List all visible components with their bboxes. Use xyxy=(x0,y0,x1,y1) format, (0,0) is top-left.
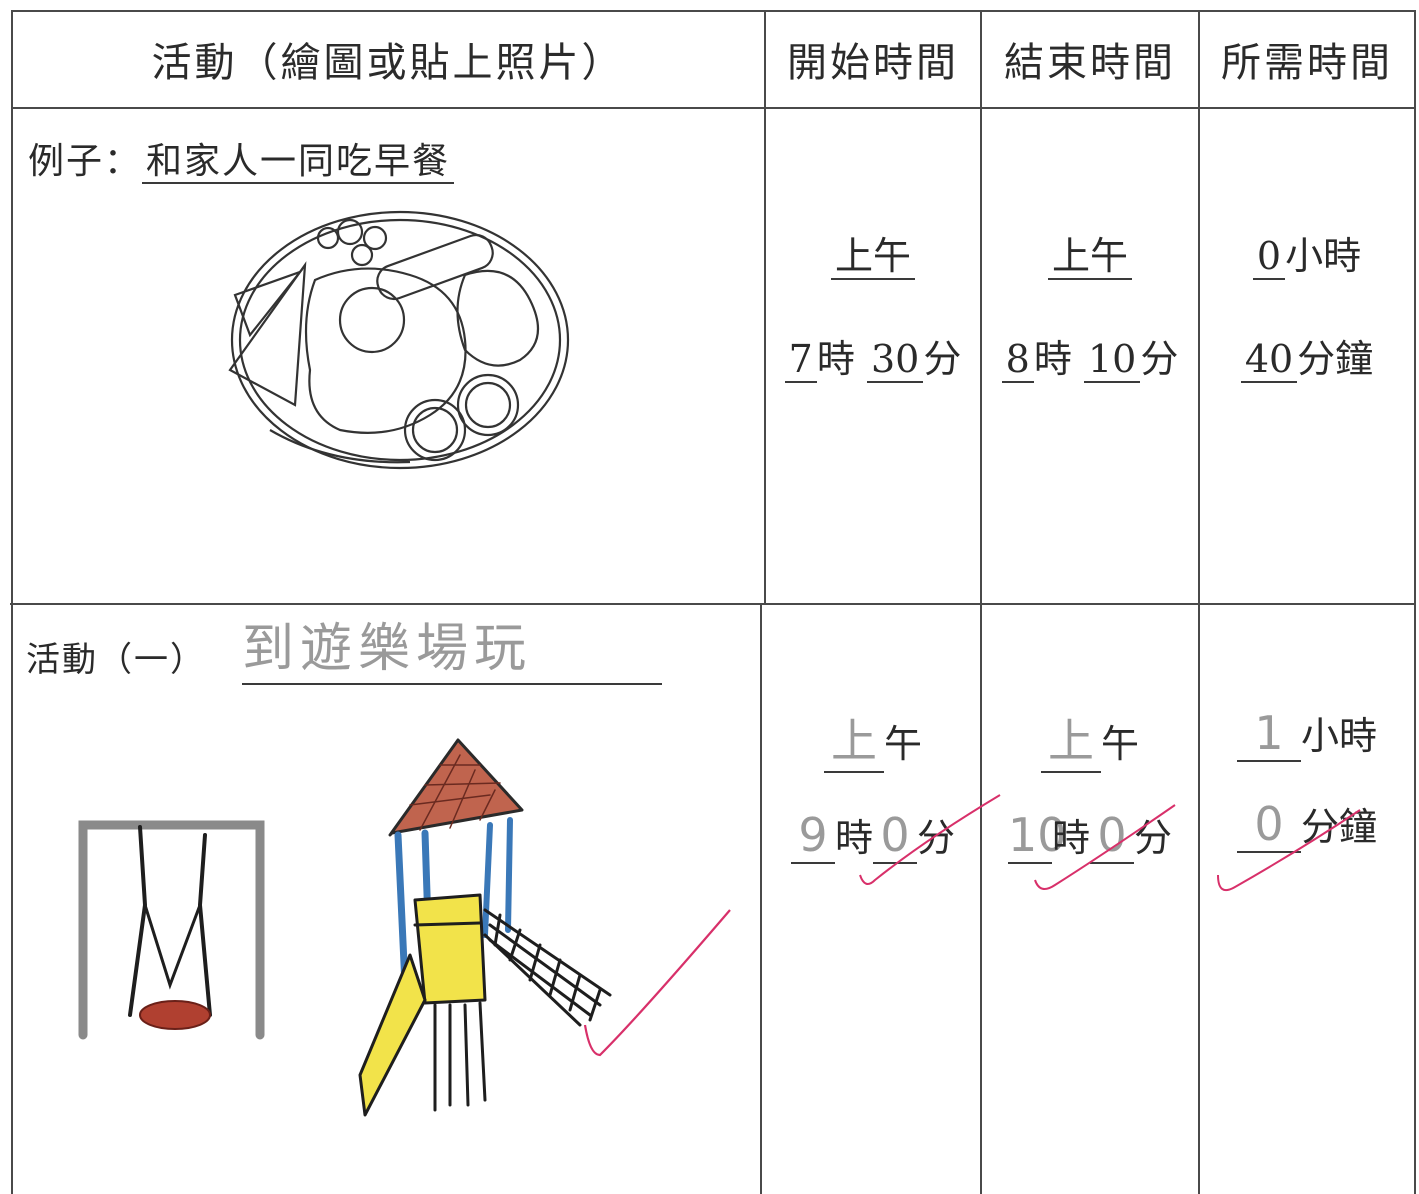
activity1-prefix: 活動（一） xyxy=(26,640,206,680)
check-mark-end-icon xyxy=(1034,804,1176,890)
activity1-end-minute-unit: 分 xyxy=(1134,816,1173,860)
example-duration-hours: 0 xyxy=(1252,234,1286,280)
activity1-start-minute: 0 xyxy=(873,808,917,864)
grid-left xyxy=(11,10,13,1194)
check-mark-duration-icon xyxy=(1217,809,1361,891)
check-mark-icon xyxy=(583,909,731,1057)
header-duration: 所需時間 xyxy=(1200,10,1414,108)
example-start-minute-unit: 分 xyxy=(923,337,962,381)
activity1-duration-minutes-unit: 分鐘 xyxy=(1300,805,1377,849)
activity1-start-minute-unit: 分 xyxy=(917,816,956,860)
activity1-duration-hours-unit: 小時 xyxy=(1300,714,1377,758)
activity1-end-hour-unit: 時 xyxy=(1051,816,1090,860)
example-start-minute: 30 xyxy=(866,337,924,383)
grid-right xyxy=(1414,10,1416,1194)
activity1-end-period-hand: 上 xyxy=(1040,705,1101,773)
activity1-duration-hours: 1 xyxy=(1236,706,1301,762)
header-activity: 活動（繪圖或貼上照片） xyxy=(12,10,764,108)
header-duration-label: 所需時間 xyxy=(1221,40,1393,86)
header-end-label: 結束時間 xyxy=(1004,40,1176,86)
grid-col1b xyxy=(760,604,762,1194)
activity1-start-hour: 9 xyxy=(790,808,835,864)
activity1-title-line: 活動（一） xyxy=(26,632,206,681)
grid-header-bottom xyxy=(12,107,1416,109)
grid-col3 xyxy=(1198,10,1200,1194)
swing-icon xyxy=(78,820,265,1040)
header-activity-label: 活動（繪圖或貼上照片） xyxy=(151,40,625,86)
example-duration-minutes: 40 xyxy=(1240,337,1298,383)
example-end-period-line: 上午 xyxy=(982,225,1198,280)
slide-tower-icon xyxy=(358,738,612,1117)
example-end-period: 上午 xyxy=(1047,234,1132,280)
example-start-hour-unit: 時 xyxy=(816,337,855,381)
activity1-start-hour-unit: 時 xyxy=(834,816,873,860)
example-end-minute: 10 xyxy=(1083,337,1141,383)
check-mark-start-icon xyxy=(859,794,1001,885)
activity1-duration-minutes: 0 xyxy=(1236,797,1301,853)
breakfast-plate-icon xyxy=(228,210,570,470)
activity1-start-period-printed: 午 xyxy=(883,722,922,766)
header-start: 開始時間 xyxy=(766,10,980,108)
activity1-start-period-line: 上午 xyxy=(766,705,980,773)
example-duration-hours-unit: 小時 xyxy=(1285,234,1362,278)
activity1-end-period-line: 上午 xyxy=(982,705,1198,773)
example-start-period-line: 上午 xyxy=(766,225,980,280)
activity1-title: 到遊樂場玩 xyxy=(242,606,662,685)
example-title: 和家人一同吃早餐 xyxy=(142,141,455,184)
grid-col1 xyxy=(764,10,766,605)
example-end-hour-unit: 時 xyxy=(1033,337,1072,381)
grid-col2 xyxy=(980,10,982,1194)
activity1-end-minute: 0 xyxy=(1090,808,1134,864)
example-end-minute-unit: 分 xyxy=(1140,337,1179,381)
grid-top xyxy=(12,10,1416,12)
example-start-period: 上午 xyxy=(830,234,915,280)
example-start-hour: 7 xyxy=(784,337,817,383)
activity1-start-period-hand: 上 xyxy=(823,705,884,773)
example-duration-minutes-unit: 分鐘 xyxy=(1297,337,1374,381)
example-title-line: 例子：和家人一同吃早餐 xyxy=(28,132,455,184)
header-end: 結束時間 xyxy=(982,10,1198,108)
grid-row1-bottom xyxy=(10,603,1416,605)
example-end-hour: 8 xyxy=(1001,337,1034,383)
activity1-end-period-printed: 午 xyxy=(1100,722,1139,766)
example-prefix: 例子： xyxy=(28,141,143,182)
header-start-label: 開始時間 xyxy=(787,40,959,86)
